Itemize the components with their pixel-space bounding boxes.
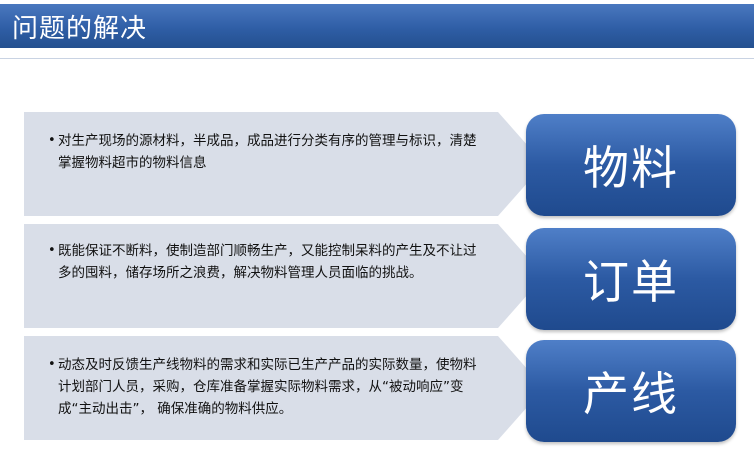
- page-title: 问题的解决: [12, 13, 148, 44]
- bullet-text-1: 对生产现场的源材料，半成品，成品进行分类有序的管理与标识，清楚掌握物料超市的物料…: [48, 130, 478, 174]
- title-bar: 问题的解决: [0, 4, 754, 48]
- bullet-text-2: 既能保证不断料，使制造部门顺畅生产，又能控制呆料的产生及不让过多的囤料，储存场所…: [48, 240, 478, 284]
- bullet-text-3: 动态及时反馈生产线物料的需求和实际已生产产品的实际数量，使物料计划部门人员，采购…: [48, 354, 478, 420]
- title-divider: [0, 58, 754, 59]
- tile-materials: 物料: [526, 114, 736, 216]
- tile-production-line: 产线: [526, 340, 736, 442]
- tile-orders: 订单: [526, 228, 736, 330]
